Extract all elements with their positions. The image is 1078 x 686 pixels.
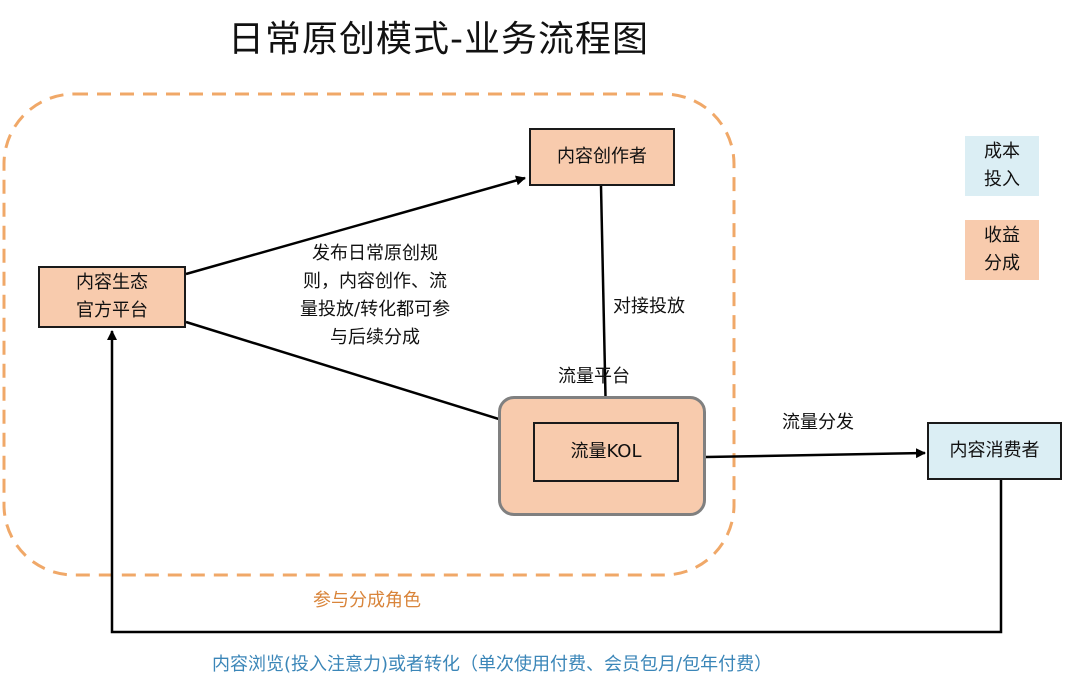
- arrow-official-to-kol: [185, 320, 532, 432]
- arrow-kol-to-consumer: [705, 448, 926, 459]
- edge-label-publish-rules: 发布日常原创规 则，内容创作、流 量投放/转化都可参 与后续分成: [300, 240, 450, 352]
- node-traffic-kol: 流量KOL: [533, 422, 679, 482]
- publish-rules-line3: 量投放/转化都可参: [300, 299, 451, 320]
- legend-cost-line1: 成本: [984, 141, 1020, 162]
- legend-revenue: 收益 分成: [965, 220, 1039, 280]
- publish-rules-line1: 发布日常原创规: [312, 243, 439, 264]
- publish-rules-line4: 与后续分成: [330, 327, 421, 348]
- revenue-roles-label: 参与分成角色: [313, 590, 421, 611]
- legend-revenue-line2: 分成: [984, 253, 1020, 274]
- edge-label-docking: 对接投放: [613, 296, 685, 317]
- node-content-creator: 内容创作者: [529, 128, 675, 186]
- legend-cost: 成本 投入: [965, 136, 1039, 196]
- arrow-official-to-creator: [185, 175, 526, 276]
- node-content-consumer-label: 内容消费者: [949, 440, 1040, 461]
- node-official-platform-line2: 官方平台: [76, 300, 148, 321]
- node-official-platform-line1: 内容生态: [76, 272, 148, 293]
- node-content-creator-label: 内容创作者: [557, 146, 647, 167]
- arrow-creator-to-kol: [599, 185, 611, 421]
- arrow-consumer-to-official: [107, 330, 1003, 634]
- node-traffic-kol-label: 流量KOL: [570, 441, 642, 462]
- edge-label-consumer-feedback: 内容浏览(投入注意力)或者转化（单次使用付费、会员包月/包年付费）: [212, 654, 773, 675]
- page-title: 日常原创模式-业务流程图: [228, 19, 649, 60]
- node-content-consumer: 内容消费者: [927, 422, 1062, 480]
- kol-platform-label: 流量平台: [558, 366, 630, 387]
- node-official-platform: 内容生态 官方平台: [38, 266, 186, 328]
- legend-cost-line2: 投入: [984, 169, 1020, 190]
- publish-rules-line2: 则，内容创作、流: [303, 271, 448, 292]
- legend-revenue-line1: 收益: [984, 225, 1020, 246]
- edge-label-distribution: 流量分发: [782, 412, 854, 433]
